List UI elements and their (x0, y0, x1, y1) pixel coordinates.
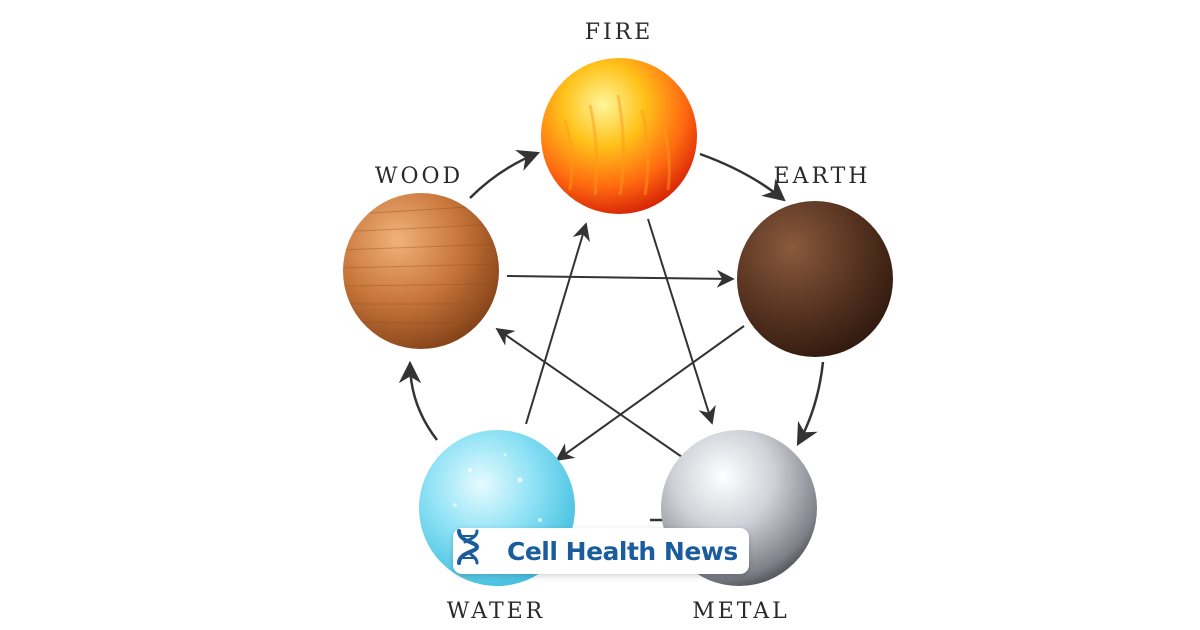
arrow-water-to-fire (525, 222, 590, 425)
arrow-fire-to-metal (647, 218, 716, 425)
controlling-cycle-arrows (495, 218, 745, 462)
label-earth: EARTH (774, 164, 871, 189)
dna-helix-icon (457, 528, 503, 574)
generating-cycle-arrows (398, 149, 825, 522)
label-fire: FIRE (585, 20, 654, 45)
label-metal: METAL (692, 599, 790, 624)
brand-badge: Cell Health News (453, 528, 749, 574)
wood-sphere (343, 193, 499, 349)
fire-sphere (541, 58, 697, 214)
arrow-fire-to-earth (699, 152, 786, 202)
arrow-wood-to-fire (469, 149, 541, 199)
earth-sphere (737, 201, 893, 357)
arrow-earth-to-water (555, 325, 745, 462)
arrow-water-to-wood (398, 360, 438, 441)
arrow-earth-to-metal (796, 361, 825, 446)
brand-name: Cell Health News (507, 536, 738, 566)
arrow-wood-to-earth (506, 269, 735, 288)
label-water: WATER (447, 599, 546, 624)
arrow-metal-to-wood (495, 327, 683, 458)
label-wood: WOOD (375, 164, 463, 189)
